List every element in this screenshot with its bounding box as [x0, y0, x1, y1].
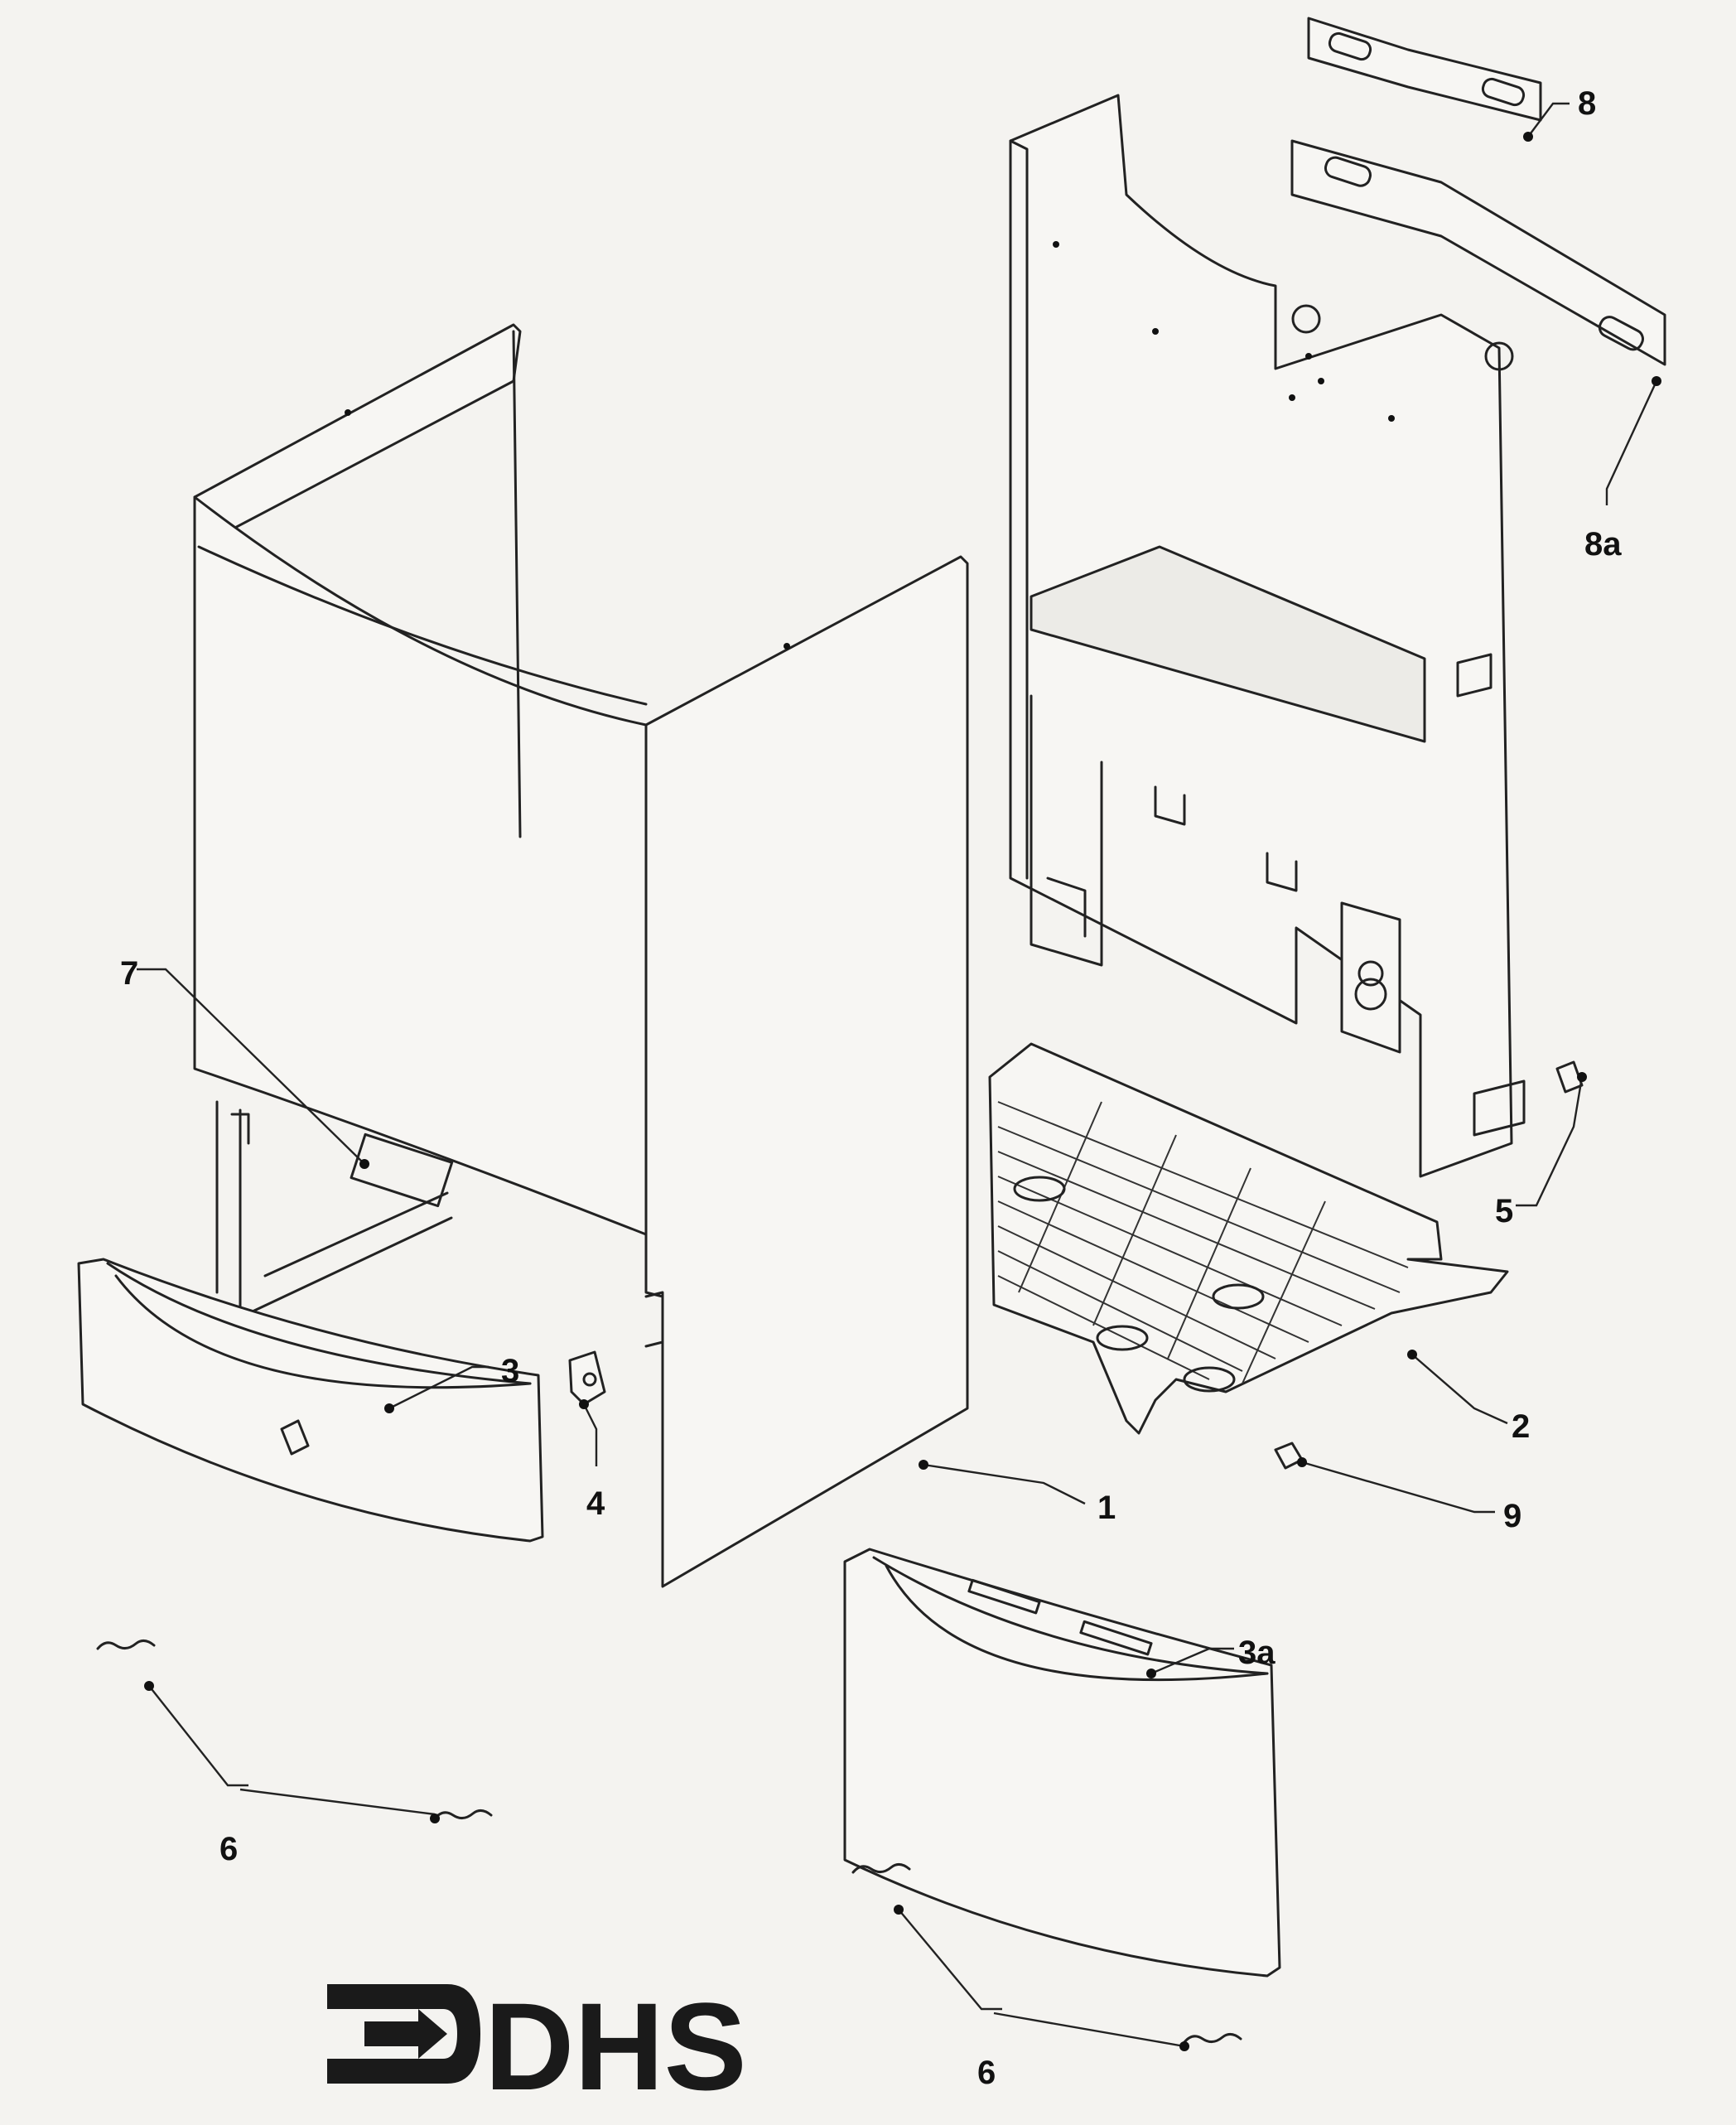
callout-4: 4: [586, 1485, 605, 1522]
logo-text: DHS: [485, 1977, 747, 2116]
callout-8a: 8a: [1584, 526, 1622, 563]
back-chassis: [1009, 94, 1526, 1178]
leader-dots: [144, 132, 1661, 2051]
wall-bracket-8: [1307, 17, 1542, 122]
callout-9: 9: [1503, 1498, 1521, 1534]
callout-2: 2: [1512, 1408, 1530, 1445]
front-panel-3: [77, 1258, 544, 1543]
callout-1: 1: [1097, 1490, 1116, 1526]
callout-7: 7: [120, 955, 138, 992]
callout-6-right: 6: [977, 2055, 996, 2091]
leader-lines: [137, 102, 1658, 2048]
base-tray: [988, 1042, 1509, 1435]
clip-4: [568, 1350, 606, 1406]
dhs-logo: DHS: [327, 1977, 747, 2116]
latch-5: [1555, 1060, 1584, 1094]
callout-3a: 3a: [1238, 1635, 1275, 1671]
tray-grille: [997, 1101, 1409, 1384]
outer-casing: [193, 323, 969, 1588]
springs-6: [96, 1640, 1242, 2044]
callout-8: 8: [1578, 85, 1596, 122]
callout-6-left: 6: [219, 1831, 238, 1867]
front-panel-3a: [843, 1548, 1281, 1978]
callout-5: 5: [1495, 1193, 1513, 1229]
wall-bracket-8a: [1290, 139, 1666, 366]
callout-3: 3: [501, 1353, 519, 1389]
callout-labels: 1 2 3 3a 4 5 6 6 7 8 8a 9: [120, 85, 1622, 2091]
